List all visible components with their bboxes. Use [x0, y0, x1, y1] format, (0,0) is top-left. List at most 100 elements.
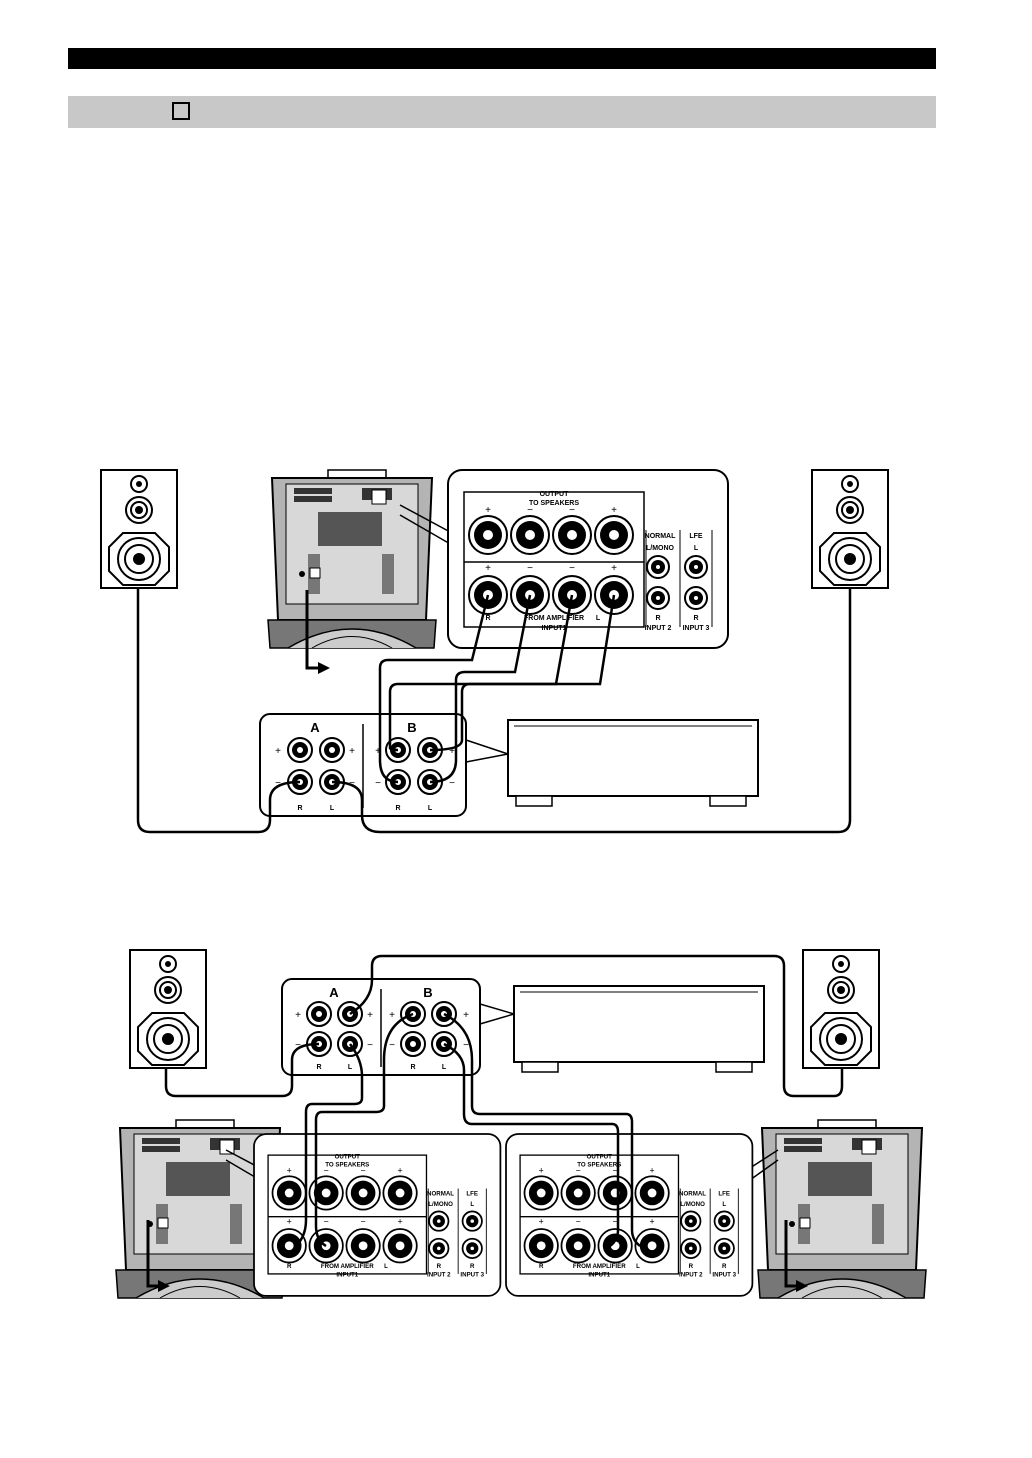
svg-text:INPUT 3: INPUT 3	[460, 1272, 484, 1279]
svg-text:+: +	[295, 1010, 301, 1021]
square-checkbox-icon	[172, 102, 190, 120]
svg-text:L: L	[470, 1201, 474, 1208]
svg-text:INPUT 2: INPUT 2	[679, 1272, 703, 1279]
input2-label: INPUT 2	[645, 625, 672, 632]
speaker-right-top	[811, 469, 889, 589]
lmono-label: L/MONO	[646, 545, 675, 552]
to-speakers-label: TO SPEAKERS	[529, 500, 579, 507]
svg-text:−: −	[361, 1166, 366, 1176]
svg-text:−: −	[367, 1040, 373, 1051]
svg-text:+: +	[275, 746, 281, 757]
svg-text:+: +	[349, 746, 355, 757]
from-amplifier-label: FROM AMPLIFIER	[524, 615, 584, 622]
amp-terminals-top: A B + + − − + + − − R L R L	[259, 713, 467, 817]
svg-text:−: −	[324, 1166, 329, 1176]
svg-text:+: +	[398, 1217, 403, 1227]
speaker-right-bottom	[802, 949, 880, 1069]
speaker-left-top	[100, 469, 178, 589]
svg-text:R: R	[395, 805, 400, 812]
svg-text:+: +	[650, 1217, 655, 1227]
svg-text:−: −	[295, 1040, 301, 1051]
svg-text:+: +	[611, 563, 617, 574]
svg-text:TO SPEAKERS: TO SPEAKERS	[325, 1162, 369, 1169]
svg-text:+: +	[611, 505, 617, 516]
speaker-left-bottom	[129, 949, 207, 1069]
svg-text:−: −	[527, 505, 533, 516]
svg-text:+: +	[463, 1010, 469, 1021]
amplifier-bottom	[513, 985, 765, 1073]
amp-a-label: A	[310, 720, 320, 735]
svg-text:TO SPEAKERS: TO SPEAKERS	[577, 1162, 621, 1169]
svg-text:−: −	[449, 778, 455, 789]
svg-text:R: R	[722, 1263, 727, 1270]
svg-text:R: R	[689, 1263, 694, 1270]
svg-text:+: +	[389, 1010, 395, 1021]
svg-text:L/MONO: L/MONO	[428, 1201, 453, 1208]
svg-text:R: R	[485, 615, 490, 622]
input3-label: INPUT 3	[683, 625, 710, 632]
svg-text:R: R	[655, 615, 660, 622]
svg-text:R: R	[539, 1263, 544, 1270]
amp-terminals-bottom: A B + + − − + + − − R L R L	[281, 978, 481, 1076]
svg-text:R: R	[410, 1064, 415, 1071]
svg-text:L: L	[428, 805, 433, 812]
svg-text:INPUT1: INPUT1	[336, 1272, 358, 1279]
section-header-bar	[68, 96, 936, 128]
svg-text:FROM AMPLIFIER: FROM AMPLIFIER	[321, 1263, 374, 1270]
svg-text:NORMAL: NORMAL	[427, 1191, 454, 1198]
svg-text:R: R	[316, 1064, 321, 1071]
subwoofer-bottom-right	[757, 1119, 927, 1299]
amp-b-label: B	[407, 720, 416, 735]
svg-text:R: R	[693, 615, 698, 622]
svg-text:L: L	[442, 1064, 447, 1071]
svg-text:−: −	[349, 778, 355, 789]
svg-text:L: L	[348, 1064, 353, 1071]
svg-text:+: +	[539, 1217, 544, 1227]
svg-text:B: B	[423, 985, 432, 1000]
svg-text:OUTPUT: OUTPUT	[335, 1154, 361, 1161]
svg-text:+: +	[367, 1010, 373, 1021]
subwoofer-top	[267, 469, 437, 649]
svg-text:R: R	[287, 1263, 292, 1270]
svg-text:R: R	[437, 1263, 442, 1270]
svg-text:INPUT1: INPUT1	[588, 1272, 610, 1279]
top-rule	[68, 48, 936, 69]
amplifier-top	[507, 719, 759, 807]
svg-text:L: L	[596, 615, 601, 622]
rear-panel-bottom-right: OUTPUT TO SPEAKERS + − − + + − − + R FRO…	[505, 1133, 754, 1297]
svg-text:+: +	[398, 1166, 403, 1176]
svg-text:A: A	[329, 985, 339, 1000]
lfe-label: LFE	[689, 533, 703, 540]
svg-text:LFE: LFE	[466, 1191, 478, 1198]
svg-text:−: −	[569, 563, 575, 574]
svg-text:L: L	[330, 805, 335, 812]
svg-text:INPUT 3: INPUT 3	[712, 1272, 736, 1279]
svg-text:−: −	[375, 778, 381, 789]
svg-text:R: R	[470, 1263, 475, 1270]
svg-text:−: −	[463, 1040, 469, 1051]
svg-text:+: +	[485, 563, 491, 574]
svg-text:−: −	[527, 563, 533, 574]
svg-text:−: −	[361, 1217, 366, 1227]
svg-text:+: +	[287, 1166, 292, 1176]
svg-text:+: +	[539, 1166, 544, 1176]
svg-text:R: R	[297, 805, 302, 812]
svg-text:L: L	[636, 1263, 640, 1270]
wires-bottom	[164, 954, 844, 1248]
svg-text:INPUT 2: INPUT 2	[427, 1272, 451, 1279]
svg-text:FROM AMPLIFIER: FROM AMPLIFIER	[573, 1263, 626, 1270]
output-label: OUTPUT	[540, 491, 570, 498]
rear-panel-bottom-left: OUTPUT TO SPEAKERS + − − + + − − + R FRO…	[253, 1133, 502, 1297]
svg-text:−: −	[576, 1217, 581, 1227]
svg-text:LFE: LFE	[718, 1191, 730, 1198]
svg-text:−: −	[576, 1166, 581, 1176]
wires-top	[136, 588, 852, 834]
svg-text:−: −	[324, 1217, 329, 1227]
svg-text:+: +	[485, 505, 491, 516]
normal-label: NORMAL	[645, 533, 676, 540]
svg-text:+: +	[449, 746, 455, 757]
svg-text:L: L	[384, 1263, 388, 1270]
svg-text:−: −	[275, 778, 281, 789]
svg-text:L/MONO: L/MONO	[680, 1201, 705, 1208]
